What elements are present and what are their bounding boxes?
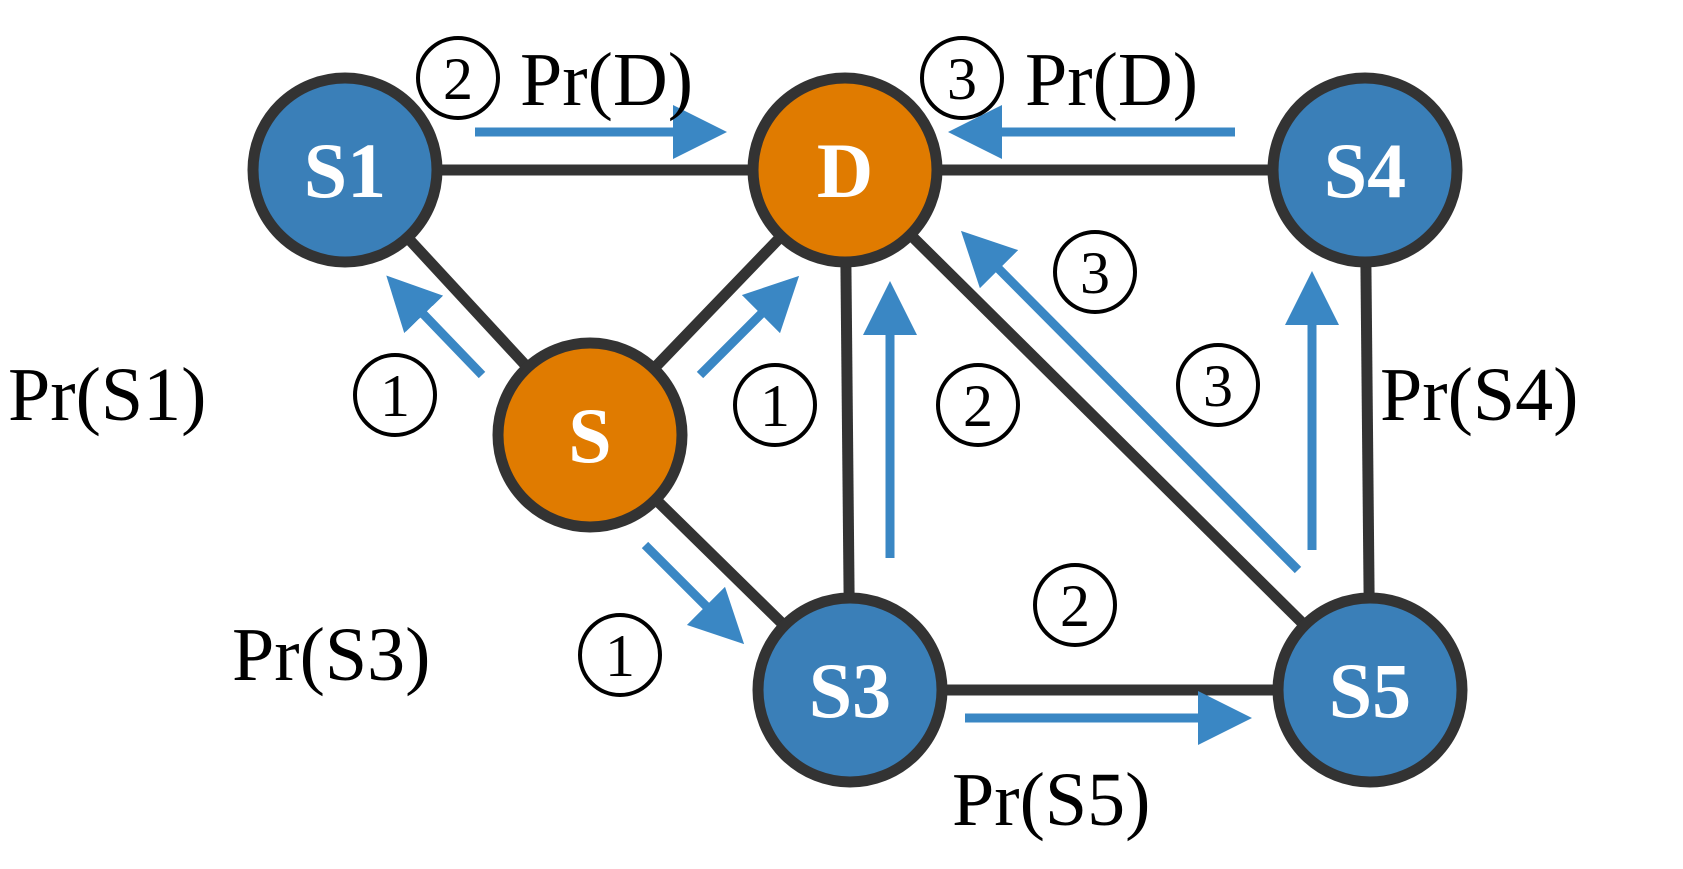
step-s5-to-d-lower-number: 3 xyxy=(1203,353,1233,419)
step-s5-to-d-lower: 3 xyxy=(1176,343,1260,427)
step-s-to-d-number: 1 xyxy=(760,373,790,439)
arrow-s-to-s1 xyxy=(386,275,486,379)
node-d-label: D xyxy=(817,127,873,214)
node-s: S xyxy=(492,337,688,533)
step-top-left-number: 2 xyxy=(443,46,473,112)
arrow-s-to-s3 xyxy=(641,541,745,645)
arrow-s5-to-d xyxy=(960,230,1302,574)
step-s3-to-d-number: 2 xyxy=(963,373,993,439)
step-s3-to-d: 2 xyxy=(936,363,1020,447)
label-pr-d-right: Pr(D) xyxy=(1025,38,1198,122)
step-markers: 2 3 1 1 1 2 3 3 xyxy=(353,36,1260,697)
node-s5-label: S5 xyxy=(1329,647,1411,734)
step-s3-side-number: 1 xyxy=(605,623,635,689)
step-s5-to-d-upper-number: 3 xyxy=(1080,240,1110,306)
step-s5-to-d-upper: 3 xyxy=(1053,230,1137,314)
step-top-left-circle xyxy=(416,36,500,120)
step-s3-to-s5-circle xyxy=(1033,563,1117,647)
node-s3-circle xyxy=(752,592,948,788)
edge-labels: Pr(D) Pr(D) Pr(S1) Pr(S3) Pr(S4) Pr(S5) xyxy=(8,38,1578,842)
node-s4: S4 xyxy=(1267,72,1463,268)
node-s1: S1 xyxy=(247,72,443,268)
node-s-circle xyxy=(492,337,688,533)
step-top-right-number: 3 xyxy=(947,46,977,112)
label-pr-s4: Pr(S4) xyxy=(1380,353,1578,437)
arrow-s-to-d xyxy=(696,275,800,379)
step-top-right: 3 xyxy=(920,36,1004,120)
node-d: D xyxy=(747,72,943,268)
step-s3-side-circle xyxy=(578,613,662,697)
node-s5-circle xyxy=(1272,592,1468,788)
step-s3-to-d-circle xyxy=(936,363,1020,447)
step-s-to-d: 1 xyxy=(733,363,817,447)
label-pr-s5: Pr(S5) xyxy=(952,758,1150,842)
node-s3-label: S3 xyxy=(809,647,891,734)
node-s4-label: S4 xyxy=(1324,127,1406,214)
step-s1-side: 1 xyxy=(353,353,437,437)
step-s3-to-s5-number: 2 xyxy=(1060,573,1090,639)
node-s1-circle xyxy=(247,72,443,268)
nodes: S1 D S4 S S3 S5 xyxy=(247,72,1468,788)
step-s1-side-circle xyxy=(353,353,437,437)
arrows xyxy=(386,105,1339,745)
node-s-label: S xyxy=(568,392,611,479)
node-s1-label: S1 xyxy=(304,127,386,214)
step-s3-to-s5: 2 xyxy=(1033,563,1117,647)
step-s-to-d-circle xyxy=(733,363,817,447)
label-pr-d-left: Pr(D) xyxy=(520,38,693,122)
step-s1-side-number: 1 xyxy=(380,363,410,429)
node-s5: S5 xyxy=(1272,592,1468,788)
edge-d-s5 xyxy=(841,166,1374,694)
node-s3: S3 xyxy=(752,592,948,788)
node-d-circle xyxy=(747,72,943,268)
label-pr-s1: Pr(S1) xyxy=(8,353,206,437)
label-pr-s3: Pr(S3) xyxy=(232,613,430,697)
step-s5-to-d-lower-circle xyxy=(1176,343,1260,427)
step-s3-side: 1 xyxy=(578,613,662,697)
step-top-left: 2 xyxy=(416,36,500,120)
step-top-right-circle xyxy=(920,36,1004,120)
node-s4-circle xyxy=(1267,72,1463,268)
step-s5-to-d-upper-circle xyxy=(1053,230,1137,314)
